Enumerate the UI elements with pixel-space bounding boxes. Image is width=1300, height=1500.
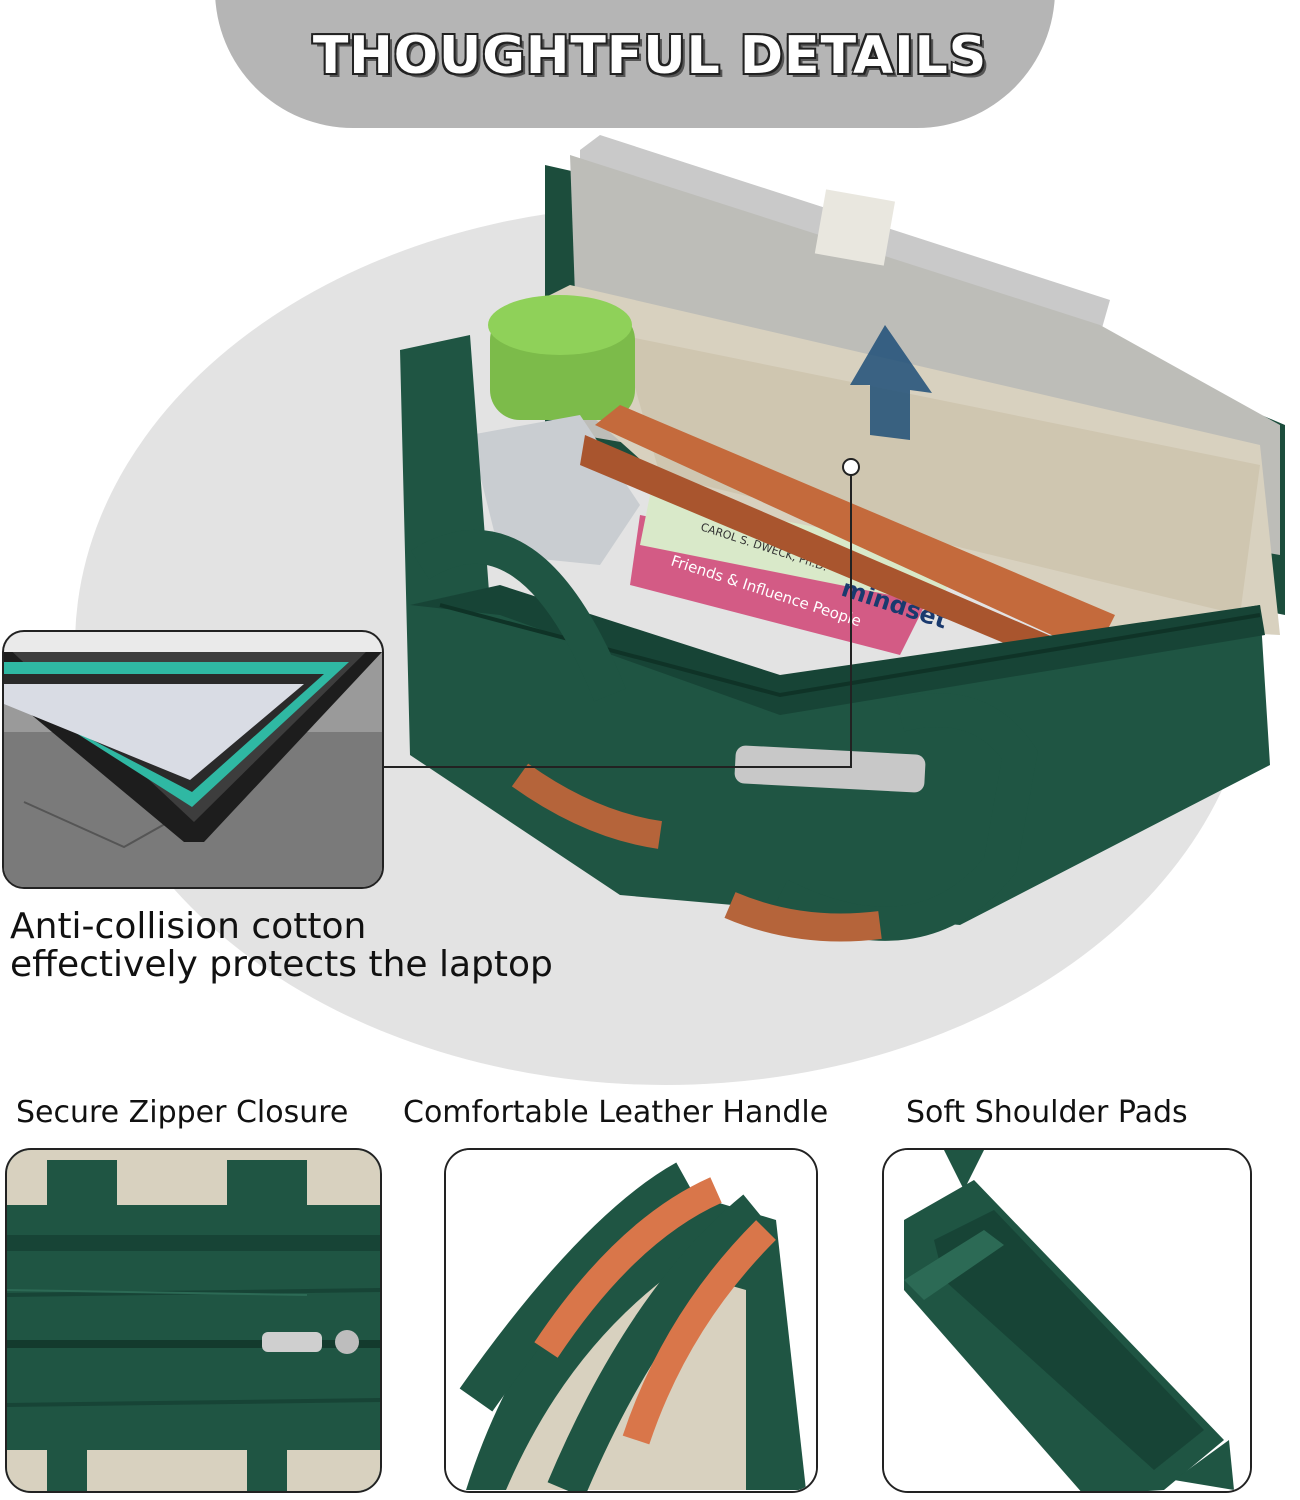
header-banner [215,0,1055,128]
feature-label-shoulder-pads: Soft Shoulder Pads [906,1095,1188,1130]
page-title: THOUGHTFUL DETAILS [312,26,988,86]
hero-bag-image: Friends & Influence People CAROL S. DWEC… [400,135,1285,942]
shoulder-pad-closeup-image [882,1148,1252,1493]
callout-caption: Anti-collision cotton effectively protec… [10,908,553,984]
arrow-icon [850,325,932,440]
bottle-image [488,295,635,420]
callout-line [380,766,851,768]
callout-line [850,468,852,768]
feature-label-zipper: Secure Zipper Closure [16,1095,349,1130]
handle-closeup-image [444,1148,818,1493]
callout-dot [842,458,860,476]
zipper-closeup-image [5,1148,382,1493]
zipper-pull-icon [262,1332,322,1352]
callout-line-2: effectively protects the laptop [10,944,553,985]
padding-closeup-image [2,630,384,889]
callout-line-1: Anti-collision cotton [10,906,367,947]
feature-label-handle: Comfortable Leather Handle [403,1095,829,1130]
